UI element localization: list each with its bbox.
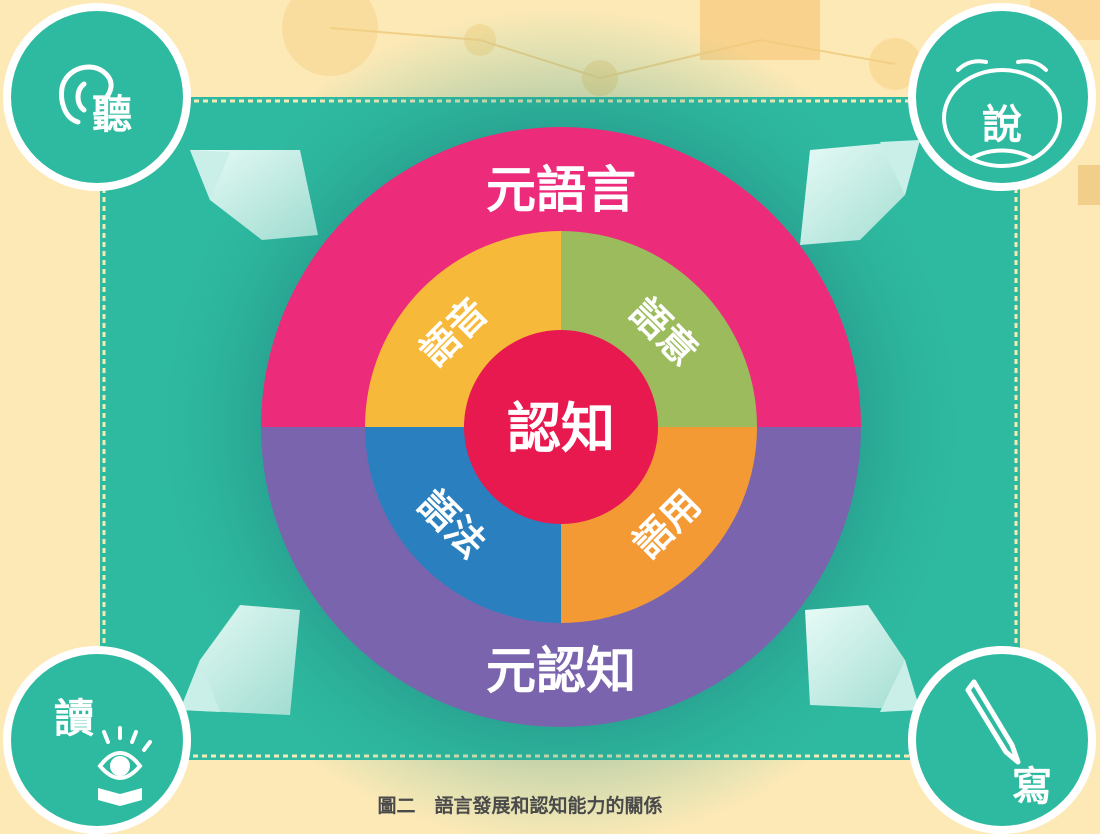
arrow-bottom-right — [805, 605, 920, 712]
pencil-icon — [965, 679, 1021, 765]
eye-book-icon — [97, 726, 152, 806]
badge-write: 寫 — [908, 646, 1096, 834]
arrow-bottom-left — [180, 605, 300, 715]
arrow-top-right — [800, 140, 920, 245]
figure-caption: 圖二 語言發展和認知能力的關係 — [377, 794, 662, 817]
outer-top-label: 元語言 — [486, 161, 636, 219]
badge-label-listen: 聽 — [92, 92, 132, 138]
background-decoration — [282, 0, 1100, 205]
ear-icon — [59, 64, 114, 125]
arrow-top-left — [190, 150, 318, 240]
center-label: 認知 — [507, 397, 615, 460]
speaking-face-icon — [942, 59, 1062, 168]
badge-read: 讀 — [3, 646, 191, 834]
badge-label-read: 讀 — [54, 696, 94, 742]
badge-label-write: 寫 — [1012, 764, 1052, 810]
outer-bottom-label: 元認知 — [486, 642, 636, 700]
badge-listen: 聽 — [3, 3, 191, 191]
badge-label-speak: 說 — [982, 102, 1022, 148]
center-circle — [464, 330, 658, 524]
badge-speak: 說 — [908, 3, 1096, 191]
